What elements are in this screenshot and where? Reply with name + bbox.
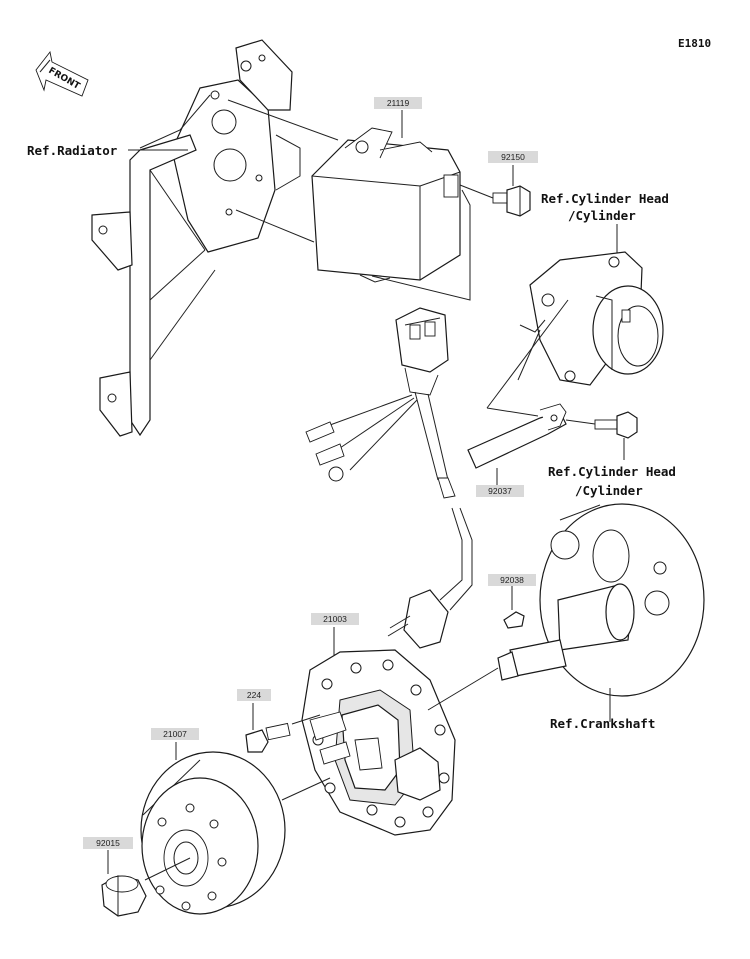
nut: [101, 875, 147, 917]
radiator-bracket: [91, 39, 301, 437]
leader-bolt-lower: [565, 419, 596, 425]
part-number-woodruff-key: 92038: [500, 575, 524, 585]
part-number-pickup-bracket: 92037: [488, 486, 512, 496]
part-number-bolt-top: 92150: [501, 152, 525, 162]
cylinder-head-part: [519, 251, 664, 386]
leader-cyl-to-bracket-c: [517, 329, 541, 381]
part-number-stator: 21003: [323, 614, 347, 624]
leader-nut-to-flywheel: [144, 857, 191, 881]
part-number-cdi-unit: 21119: [387, 98, 410, 108]
leader-cyl-to-bracket-a: [486, 299, 569, 409]
pickup-bracket: [467, 403, 567, 469]
tag-bg-21119: [374, 97, 422, 109]
ref-crankshaft-label: Ref.Crankshaft: [550, 716, 655, 731]
part-number-nut: 92015: [96, 838, 120, 848]
tag-bg-21007: [151, 728, 199, 740]
leader-flywheel-to-stator: [281, 777, 331, 801]
part-number-screw: 224: [247, 690, 261, 700]
crankshaft: [497, 503, 705, 697]
flywheel: [140, 751, 286, 915]
leader-stator-to-crankshaft: [427, 667, 499, 711]
tag-bg-92015: [83, 837, 133, 849]
screw: [245, 714, 321, 753]
tag-bg-21003: [311, 613, 359, 625]
part-number-flywheel: 21007: [163, 729, 187, 739]
ref-radiator-label: Ref.Radiator: [27, 143, 118, 158]
bolt-top: [492, 185, 531, 217]
leader-cdi-mount-bottom: [235, 209, 315, 243]
leader-bolt-to-cdi: [459, 184, 494, 199]
ref-cylinder-head-top-line1: Ref.Cylinder Head: [541, 191, 669, 206]
leader-cdi-outline: [371, 189, 471, 301]
cdi-unit: [311, 127, 461, 283]
leader-cyl-to-bracket-b: [486, 407, 539, 417]
woodruff-key: [503, 611, 525, 629]
diagram-code: E1810: [678, 37, 711, 50]
stator: [301, 649, 456, 836]
ref-cylinder-head-top-line2: /Cylinder: [568, 208, 636, 223]
ref-cylinder-head-bottom-line1: Ref.Cylinder Head: [548, 464, 676, 479]
tag-bg-92037: [476, 485, 524, 497]
tag-bg-92150: [488, 151, 538, 163]
tag-bg-92038: [488, 574, 536, 586]
ref-cylinder-head-bottom-line2: /Cylinder: [575, 483, 643, 498]
tag-bg-224: [237, 689, 271, 701]
front-arrow-icon: FRONT: [35, 50, 89, 97]
bolt-lower: [594, 411, 638, 439]
leader-cdi-mount-top: [227, 99, 339, 141]
wiring-harness: [305, 307, 473, 649]
